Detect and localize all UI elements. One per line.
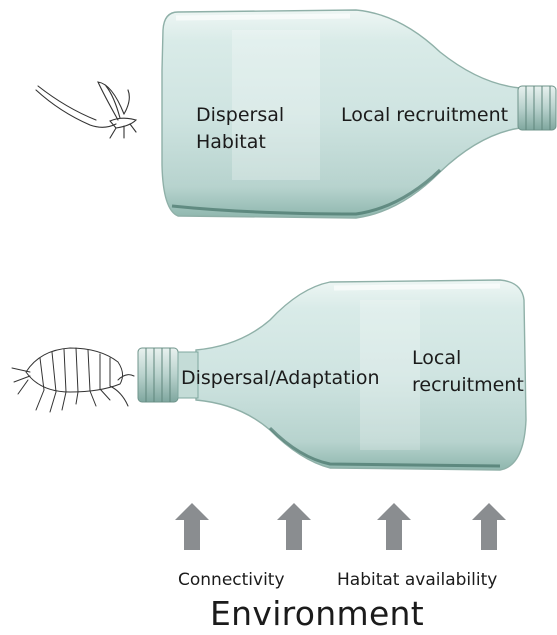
top-dispersal-label: Dispersal bbox=[196, 104, 285, 126]
arrow-up-3 bbox=[377, 503, 411, 550]
top-bottle bbox=[161, 9, 557, 219]
bottom-recruitment-label: recruitment bbox=[412, 374, 524, 396]
bottom-dispersal-adaptation-label: Dispersal/Adaptation bbox=[181, 367, 380, 389]
top-habitat-label: Habitat bbox=[196, 131, 266, 153]
top-local-recruitment-label: Local recruitment bbox=[341, 104, 509, 126]
mayfly-icon bbox=[35, 81, 138, 139]
arrow-up-2 bbox=[277, 503, 311, 550]
bottom-local-label: Local bbox=[412, 347, 462, 369]
connectivity-caption: Connectivity bbox=[178, 570, 285, 590]
bottom-bottle bbox=[137, 279, 527, 471]
habitat-availability-caption: Habitat availability bbox=[337, 570, 498, 590]
amphipod-icon bbox=[11, 347, 135, 413]
environment-title: Environment bbox=[210, 594, 425, 633]
arrow-up-4 bbox=[472, 503, 506, 550]
arrow-up-1 bbox=[175, 503, 209, 550]
